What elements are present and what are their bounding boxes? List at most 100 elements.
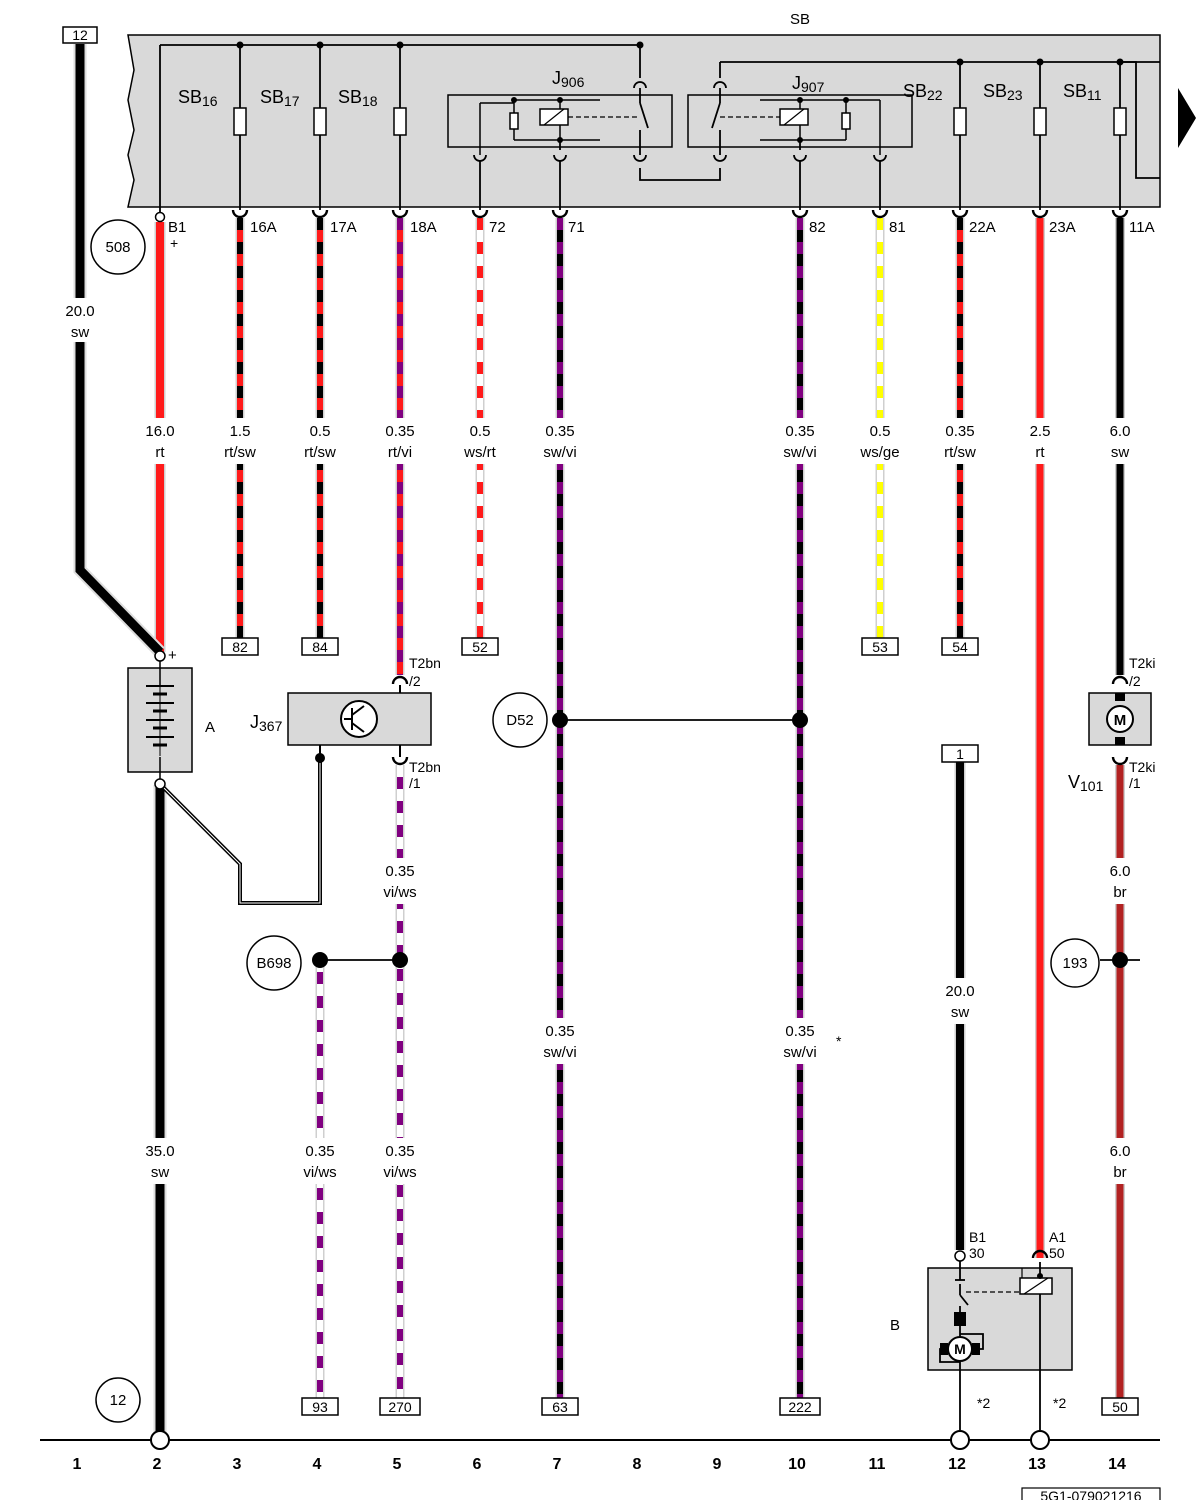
column-number: 7 — [553, 1456, 562, 1473]
connector-t2ki: T2ki — [1129, 655, 1155, 671]
wire-size: 0.35 — [385, 423, 414, 440]
wire-size: 2.5 — [1030, 423, 1051, 440]
ref-box: 12 — [72, 27, 88, 43]
wire-color: rt/vi — [388, 444, 412, 461]
pin-connectors — [154, 209, 1129, 223]
wire-color: sw/vi — [543, 444, 576, 461]
starter-pin: A1 — [1049, 1229, 1066, 1245]
connector-t2bn: T2bn — [409, 655, 441, 671]
battery-plus: + — [168, 647, 177, 664]
pin-17a: 17A — [330, 219, 357, 236]
fuse-label-sb22: SB22 — [903, 81, 943, 103]
wire-size: 0.5 — [870, 423, 891, 440]
connector-pin: /1 — [409, 775, 421, 791]
pin-labels: B1 + 16A 17A 18A 72 71 82 81 22A 23A 11A — [168, 219, 1155, 251]
wire-color: rt/sw — [304, 444, 336, 461]
circle-b698: B698 — [256, 955, 291, 972]
ref-box: 82 — [232, 639, 248, 655]
wire-size: 0.5 — [310, 423, 331, 440]
ref-box: 222 — [788, 1399, 812, 1415]
ref-box: 270 — [388, 1399, 412, 1415]
footnotes: *2 *2 * — [836, 1033, 1066, 1411]
wire-size: 0.35 — [545, 423, 574, 440]
wire-color: ws/rt — [463, 444, 496, 461]
footnote: * — [836, 1033, 842, 1049]
ref-box: 53 — [872, 639, 888, 655]
wire-color: sw/vi — [783, 444, 816, 461]
ref-box: 63 — [552, 1399, 568, 1415]
component-a-label: A — [205, 719, 215, 736]
ref-box: 84 — [312, 639, 328, 655]
wire-size: 0.5 — [470, 423, 491, 440]
relay-label-j907: J907 — [792, 73, 825, 95]
fuse-label-sb11: SB11 — [1063, 81, 1102, 103]
fuse-label-sb17: SB17 — [260, 87, 300, 109]
fuse-box-sb: SB — [127, 11, 1196, 208]
fuse-label-sb18: SB18 — [338, 87, 378, 109]
ref-box: 54 — [952, 639, 968, 655]
connector-pin: /2 — [409, 673, 421, 689]
component-v101-label: V101 — [1068, 772, 1104, 794]
ref-box: 50 — [1112, 1399, 1128, 1415]
fuse-label-sb16: SB16 — [178, 87, 218, 109]
pin-71: 71 — [568, 219, 585, 236]
fuse-label-sb23: SB23 — [983, 81, 1023, 103]
reference-boxes: 12 82 84 52 53 54 1 93 270 63 222 50 — [62, 26, 1139, 1416]
doc-id: 5G1-079021216 — [1040, 1488, 1141, 1500]
wire-color: sw — [151, 1164, 170, 1181]
motor-m-glyph: M — [1114, 712, 1127, 729]
relay-pin-lines — [479, 140, 881, 210]
column-number: 8 — [633, 1456, 642, 1473]
circle-labels: 508 D52 B698 193 12 — [90, 219, 1100, 1423]
footnote: *2 — [1053, 1395, 1066, 1411]
pin-16a: 16A — [250, 219, 277, 236]
wire-size: 0.35 — [785, 1023, 814, 1040]
circle-d52: D52 — [506, 712, 534, 729]
wire-size: 6.0 — [1110, 1143, 1131, 1160]
column-number: 5 — [393, 1456, 402, 1473]
wire-color: sw — [1111, 444, 1130, 461]
fuse-sb23 — [1033, 107, 1047, 136]
relay-j907: J907 — [687, 73, 913, 155]
component-starter-b: M B1 30 A1 50 B — [890, 1229, 1073, 1430]
circle-508: 508 — [105, 239, 130, 256]
wire-color: vi/ws — [303, 1164, 336, 1181]
circle-12: 12 — [110, 1392, 127, 1409]
bus-dots — [236, 41, 1124, 66]
wire-color: vi/ws — [383, 1164, 416, 1181]
wire-size: 35.0 — [145, 1143, 174, 1160]
circle-193: 193 — [1062, 955, 1087, 972]
column-number: 2 — [153, 1456, 162, 1473]
splices — [312, 712, 1140, 968]
battery-feed-wire — [73, 44, 322, 1438]
wire-color: ws/ge — [859, 444, 899, 461]
ground-bus — [40, 1430, 1160, 1450]
column-number: 3 — [233, 1456, 242, 1473]
pin-22a: 22A — [969, 219, 996, 236]
wire-color: rt — [155, 444, 165, 461]
fuse-sb18 — [393, 107, 407, 136]
pin-23a: 23A — [1049, 219, 1076, 236]
fuse-sb16 — [233, 107, 247, 136]
starter-term: 50 — [1049, 1245, 1065, 1261]
pin-b1: B1 — [168, 219, 186, 236]
pin-82: 82 — [809, 219, 826, 236]
component-b-label: B — [890, 1317, 900, 1334]
fuse-box-title: SB — [790, 11, 810, 28]
column-number: 1 — [73, 1456, 82, 1473]
column-number: 4 — [313, 1456, 322, 1473]
pin-18a: 18A — [410, 219, 437, 236]
column-number: 6 — [473, 1456, 482, 1473]
component-v101: M T2ki /2 T2ki /1 V101 — [1068, 655, 1155, 794]
wire-size: 16.0 — [145, 423, 174, 440]
column-number: 11 — [869, 1456, 886, 1473]
wire-labels: 20.0 sw 16.0 rt 1.5 rt/sw 0.5 rt/sw 0.35… — [60, 298, 1142, 1184]
wire-size: 0.35 — [385, 1143, 414, 1160]
ref-box: 1 — [956, 746, 964, 762]
component-j367-label: J367 — [250, 712, 283, 734]
connector-t2ki: T2ki — [1129, 759, 1155, 775]
fuse-sb17 — [313, 107, 327, 136]
wire-color: rt — [1035, 444, 1045, 461]
